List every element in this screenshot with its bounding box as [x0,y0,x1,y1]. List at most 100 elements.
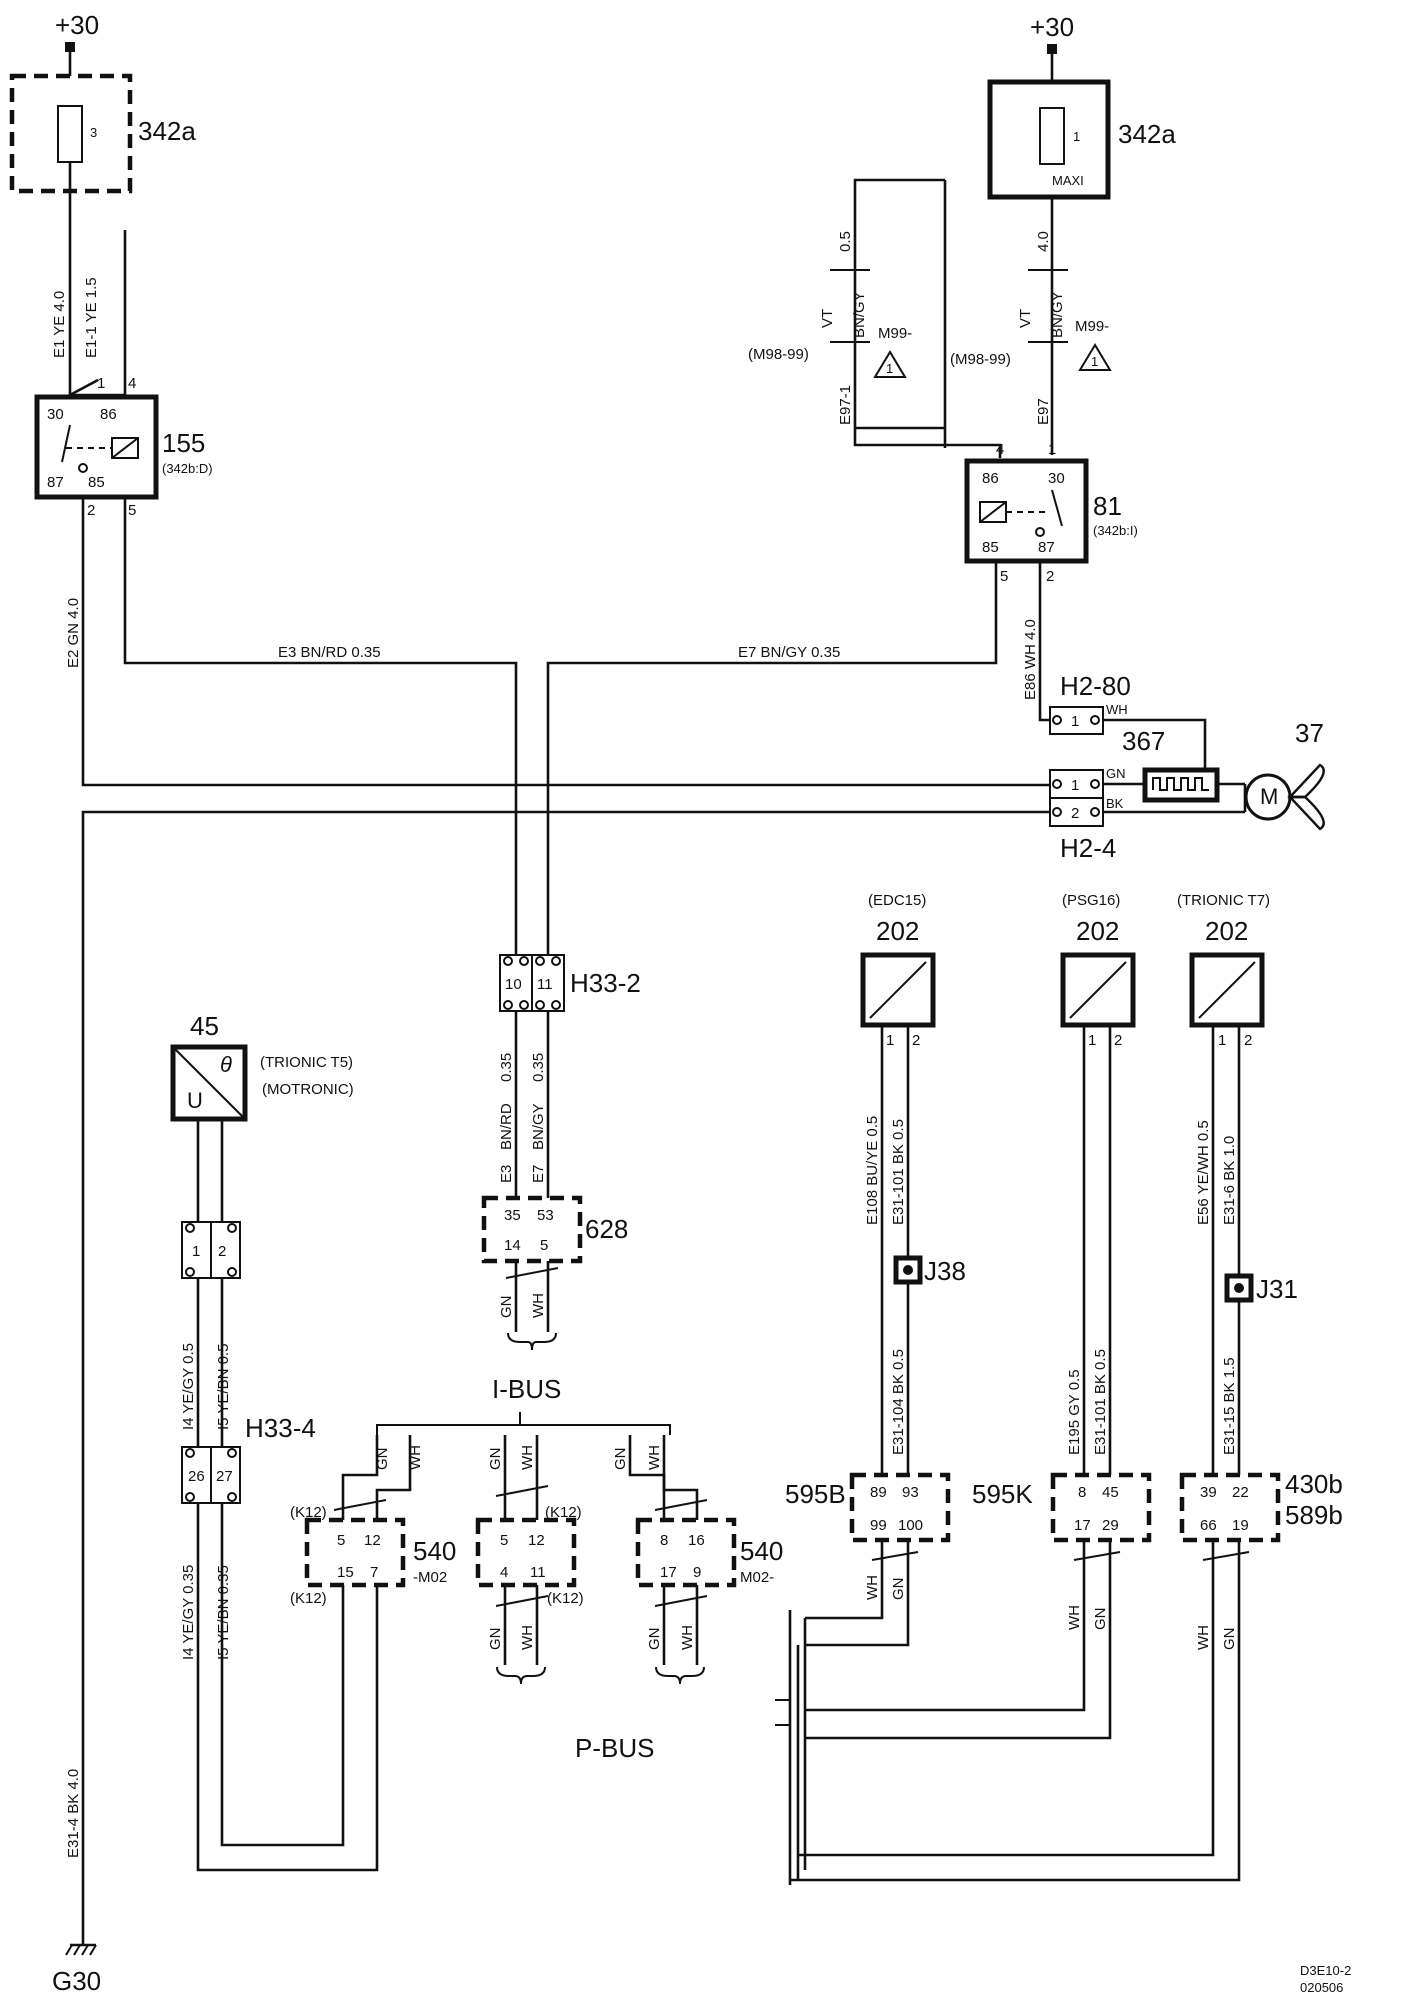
relay155-pin-86: 86 [100,406,117,423]
relay155-pin-87: 87 [47,474,64,491]
c430b-pin-66: 66 [1200,1517,1217,1534]
wire-label-e1-1: E1-1 YE 1.5 [83,277,100,358]
fuse-left [57,105,83,163]
c540a-pin-12: 12 [364,1532,381,1549]
relay81-ref: (342b:I) [1093,523,1138,538]
c595k-gn: GN [1092,1608,1109,1631]
component-202-psg16: (PSG16) 202 1 2 [1060,892,1136,1049]
c202b-pin-2: 2 [1114,1032,1122,1049]
relay155-id: 155 [162,428,205,458]
variant-right-note: 1 [1091,354,1098,369]
component-430b: 39 22 66 19 430b 589b [1179,1469,1343,1543]
c540a-k12-bottom: (K12) [290,1590,327,1607]
h33-4-pin-26: 26 [188,1468,205,1485]
relay155-wire-end-1: 1 [97,375,105,392]
wire-label-e97: E97 [1035,398,1052,425]
variant-right-gauge: 4.0 [1035,231,1052,252]
c540b-pin-11: 11 [530,1564,546,1581]
c540c-wh: WH [646,1445,663,1470]
c202b-id: 202 [1076,916,1119,946]
c202c-note: (TRIONIC T7) [1177,892,1270,909]
component-202-edc15: (EDC15) 202 1 2 [860,892,936,1049]
j38-label: J38 [924,1256,966,1286]
relay155-pin-30: 30 [47,406,64,423]
c540a-pin-5: 5 [337,1532,345,1549]
relay81-pin-87: 87 [1038,539,1055,556]
fuse-left-number: 3 [90,125,97,140]
c45-u: U [187,1088,203,1113]
variant-left-color-b: BN/GY [851,291,868,338]
supply-label-left: +30 [55,10,99,40]
resistor-367-symbol [1152,777,1209,791]
c628-pin-5: 5 [540,1237,548,1254]
variant-left-color-a: VT [819,309,836,328]
component-595k: 595K 8 45 17 29 [972,1472,1152,1543]
wire-label-e31-15: E31-15 BK 1.5 [1221,1357,1238,1455]
c595b-pin-99: 99 [870,1517,887,1534]
c202a-note: (EDC15) [868,892,926,909]
wire-label-e3: E3 BN/RD 0.35 [278,644,381,661]
c628-pin-14: 14 [504,1237,521,1254]
wire-label-i5-top: I5 YE/BN 0.5 [215,1344,232,1430]
component-595b: 595B 89 93 99 100 [785,1472,951,1543]
note-triangle-left [873,350,907,378]
c540a-id: 540 [413,1536,456,1566]
c202c-pin-1: 1 [1218,1032,1226,1049]
variant-right-color-a: VT [1017,309,1034,328]
variant-left-note: 1 [886,361,893,376]
variant-right-model: (M98-99) [950,351,1011,368]
c430b-id-2: 589b [1285,1500,1343,1530]
c540b-pin-12: 12 [528,1532,545,1549]
c540c-pin-8: 8 [660,1532,668,1549]
wire-label-e31-4: E31-4 BK 4.0 [65,1769,82,1858]
c540c-pin-9: 9 [693,1564,701,1581]
wire-label-e108: E108 BU/YE 0.5 [864,1116,881,1225]
c540c-pin-16: 16 [688,1532,705,1549]
c540b-wh: WH [519,1445,536,1470]
footer-code: D3E10-2 [1300,1963,1351,1978]
c628-wh: WH [530,1293,547,1318]
c45-connector-pin-1: 1 [192,1243,200,1260]
h33-2-id: H33-2 [570,968,641,998]
wire-label-e86: E86 WH 4.0 [1022,619,1039,700]
c202b-note: (PSG16) [1062,892,1120,909]
wires-e1: E1 YE 4.0 E1-1 YE 1.5 [51,230,127,397]
supply-terminal-left [65,42,75,52]
c430b-id: 430b [1285,1469,1343,1499]
h2-80-id: H2-80 [1060,671,1131,701]
wire-label-e1: E1 YE 4.0 [51,291,68,358]
splice-j38: J38 [893,1255,966,1286]
c202a-id: 202 [876,916,919,946]
c540c-out-gn: GN [646,1628,663,1651]
connector-h2-80: H2-80 1 WH [1049,671,1131,735]
c540c-gn: GN [612,1448,629,1471]
c628-gn: GN [498,1296,515,1319]
relay81-wire-end-5: 5 [1000,568,1008,585]
c202a-pin-1: 1 [886,1032,894,1049]
c595b-id: 595B [785,1479,846,1509]
component-628: 35 53 14 5 628 [481,1195,628,1264]
variant-left-gauge: 0.5 [837,231,854,252]
wire-label-i4-top: I4 YE/GY 0.5 [180,1343,197,1430]
wire-label-e31-101-a: E31-101 BK 0.5 [890,1119,907,1225]
h2-80-color: WH [1106,702,1128,717]
variant-right-model-b: M99- [1075,318,1109,335]
wire-label-e2: E2 GN 4.0 [65,598,82,668]
c202c-pin-2: 2 [1244,1032,1252,1049]
c430b-wh: WH [1195,1625,1212,1650]
h2-4-color-bk: BK [1106,796,1124,811]
c540c-id: 540 [740,1536,783,1566]
variant-left-model: (M98-99) [748,346,809,363]
c595b-wh: WH [864,1575,881,1600]
c430b-pin-39: 39 [1200,1484,1217,1501]
h33-4-id: H33-4 [245,1413,316,1443]
motor-label: M [1260,784,1278,809]
c540a-pin-15: 15 [337,1564,354,1581]
relay81-wire-end-4: 4 [996,441,1004,458]
c595k-pin-17: 17 [1074,1517,1091,1534]
supply-terminal-right [1047,44,1057,54]
note-triangle-right [1078,343,1112,371]
sensor-45: 45 θ U (TRIONIC T5) (MOTRONIC) [170,1011,354,1122]
h2-4-color-gn: GN [1106,766,1126,781]
component-540-m02-right: 8 16 17 9 540 M02- [635,1517,783,1588]
